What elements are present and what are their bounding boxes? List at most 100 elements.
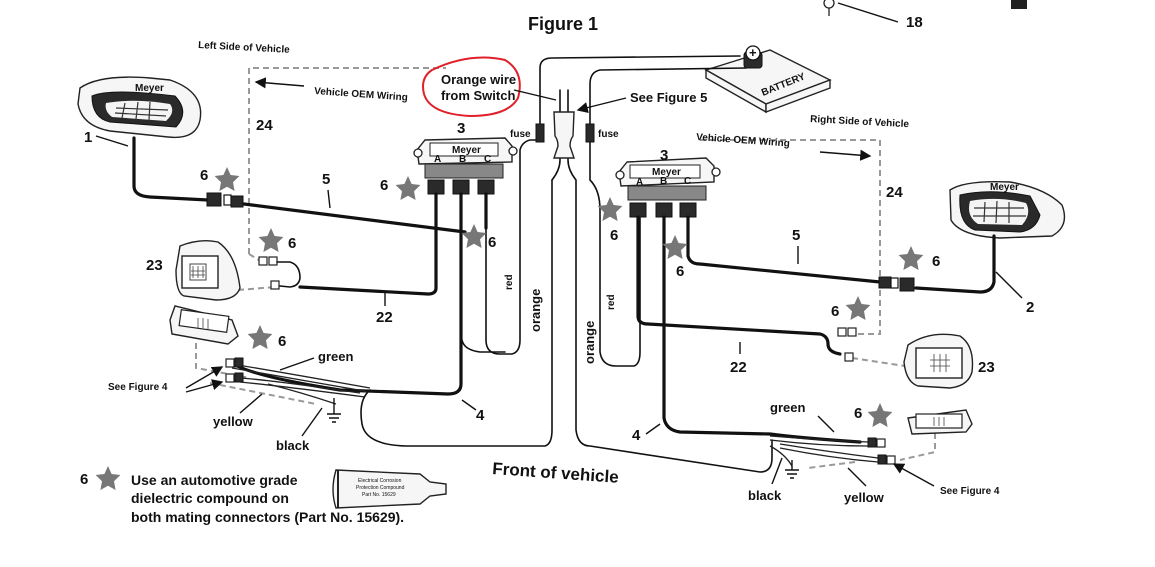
callout-4-right: 4 (632, 427, 641, 444)
right-headlamp-cable (914, 234, 996, 294)
right-port-c-wire (686, 215, 882, 284)
callout-6-d: 6 (288, 235, 296, 252)
right-fuse (585, 123, 595, 143)
label-green-right: green (770, 400, 805, 415)
callout-3-left: 3 (457, 120, 465, 137)
callout-23-right: 23 (978, 359, 995, 376)
note-line-3: both mating connectors (Part No. 15629). (131, 509, 404, 525)
right-oem-to-lamp23 (851, 357, 906, 367)
left-headlamp-connector (206, 192, 244, 208)
callout-6-c: 6 (488, 234, 496, 251)
callout-5-left: 5 (322, 171, 330, 188)
left-orange-wire (461, 339, 506, 353)
callout-2: 2 (1026, 299, 1034, 316)
label-fuse-right: fuse (598, 129, 619, 140)
star-left-lamp23 (258, 228, 284, 252)
left-marker-lamp (169, 305, 239, 345)
note-number: 6 (80, 471, 88, 488)
left-lamp-23 (175, 239, 301, 301)
fig5-splice (553, 111, 575, 159)
left-port-c: C (484, 154, 491, 165)
battery: + BATTERY (704, 45, 832, 114)
left-port-b: B (459, 154, 466, 165)
right-oem-wiring-dashed (700, 139, 881, 335)
callout-22-right: 22 (730, 359, 747, 376)
left-port-a-wire (298, 192, 438, 296)
callout-6-g: 6 (676, 263, 684, 280)
center-orange-wire-right (567, 89, 773, 473)
label-orange-wire-1: Orange wire (441, 72, 516, 87)
left-headlamp-cable (132, 136, 210, 202)
callout-5-right: 5 (792, 227, 800, 244)
center-orange-wire-left (551, 89, 561, 181)
dielectric-compound-tube: Electrical Corrosion Protection Compound… (332, 469, 447, 509)
callout-6-h: 6 (932, 253, 940, 270)
left-harness-5 (242, 202, 467, 234)
star-right-marker (867, 403, 893, 427)
right-headlamp-connector (878, 276, 915, 292)
tube-line-1: Electrical Corrosion (358, 478, 402, 484)
label-fuse-left: fuse (510, 129, 531, 140)
label-orange-wire-2: from Switch (441, 88, 515, 103)
label-yellow-left: yellow (213, 414, 254, 429)
star-left-headlamp (214, 167, 240, 191)
label-oem-left: Vehicle OEM Wiring (314, 86, 408, 104)
callout-24-left: 24 (256, 117, 273, 134)
star-left-harness (461, 224, 487, 248)
star-right-headlamp (898, 246, 924, 270)
note-line-2: dielectric compound on (131, 490, 289, 506)
label-right-side: Right Side of Vehicle (810, 114, 910, 130)
right-port-c: C (684, 176, 691, 187)
label-black-right: black (748, 488, 782, 503)
star-left-marker (247, 325, 273, 349)
right-marker-lamp (907, 409, 973, 435)
callout-6-b: 6 (380, 177, 388, 194)
callout-23-left: 23 (146, 257, 163, 274)
callout-24-right: 24 (886, 184, 903, 201)
label-orange-left: orange (528, 289, 543, 332)
right-module-3: Meyer A B C (615, 157, 721, 218)
right-bottom-wires (769, 435, 896, 479)
star-left-module (395, 176, 421, 200)
right-red-wire (589, 141, 641, 367)
left-port-a: A (434, 154, 441, 165)
left-harness-4-loop (360, 179, 553, 447)
part-18-fastener (823, 0, 899, 23)
left-green-pointer (279, 357, 315, 371)
star-right-module (597, 197, 623, 221)
left-headlamp-brand: Meyer (135, 83, 164, 94)
note-line-1: Use an automotive grade (131, 472, 298, 488)
label-see-fig4-right: See Figure 4 (940, 486, 1000, 497)
battery-plus: + (749, 45, 757, 60)
left-module-3: Meyer A B C (413, 137, 518, 195)
label-black-left: black (276, 438, 310, 453)
callout-4-left: 4 (476, 407, 485, 424)
right-port-a: A (636, 177, 643, 188)
label-left-side: Left Side of Vehicle (198, 40, 291, 56)
battery-cable (589, 67, 747, 141)
tube-line-2: Protection Compound (356, 485, 405, 491)
callout-3-right: 3 (660, 147, 668, 164)
left-bottom-wires (225, 357, 371, 423)
label-green-left: green (318, 349, 353, 364)
label-orange-right: orange (582, 321, 597, 364)
right-module-brand: Meyer (652, 167, 681, 178)
right-headlamp-brand: Meyer (990, 182, 1019, 193)
label-front-of-vehicle: Front of vehicle (492, 459, 620, 487)
left-fuse (535, 123, 545, 143)
corner-mark (1011, 0, 1027, 9)
highlight-circle (422, 56, 521, 118)
right-port-a-wire (636, 215, 842, 356)
callout-22-left: 22 (376, 309, 393, 326)
right-lamp-23 (837, 327, 974, 389)
figure-title: Figure 1 (528, 14, 598, 34)
callout-6-j: 6 (854, 405, 862, 422)
star-right-lamp23 (845, 296, 871, 320)
left-headlamp: Meyer (77, 76, 202, 139)
label-see-fig4-left: See Figure 4 (108, 382, 168, 393)
label-oem-right: Vehicle OEM Wiring (696, 132, 790, 150)
tube-line-3: Part No. 15629 (362, 492, 396, 498)
callout-6-i: 6 (831, 303, 839, 320)
star-right-harness (662, 235, 688, 259)
